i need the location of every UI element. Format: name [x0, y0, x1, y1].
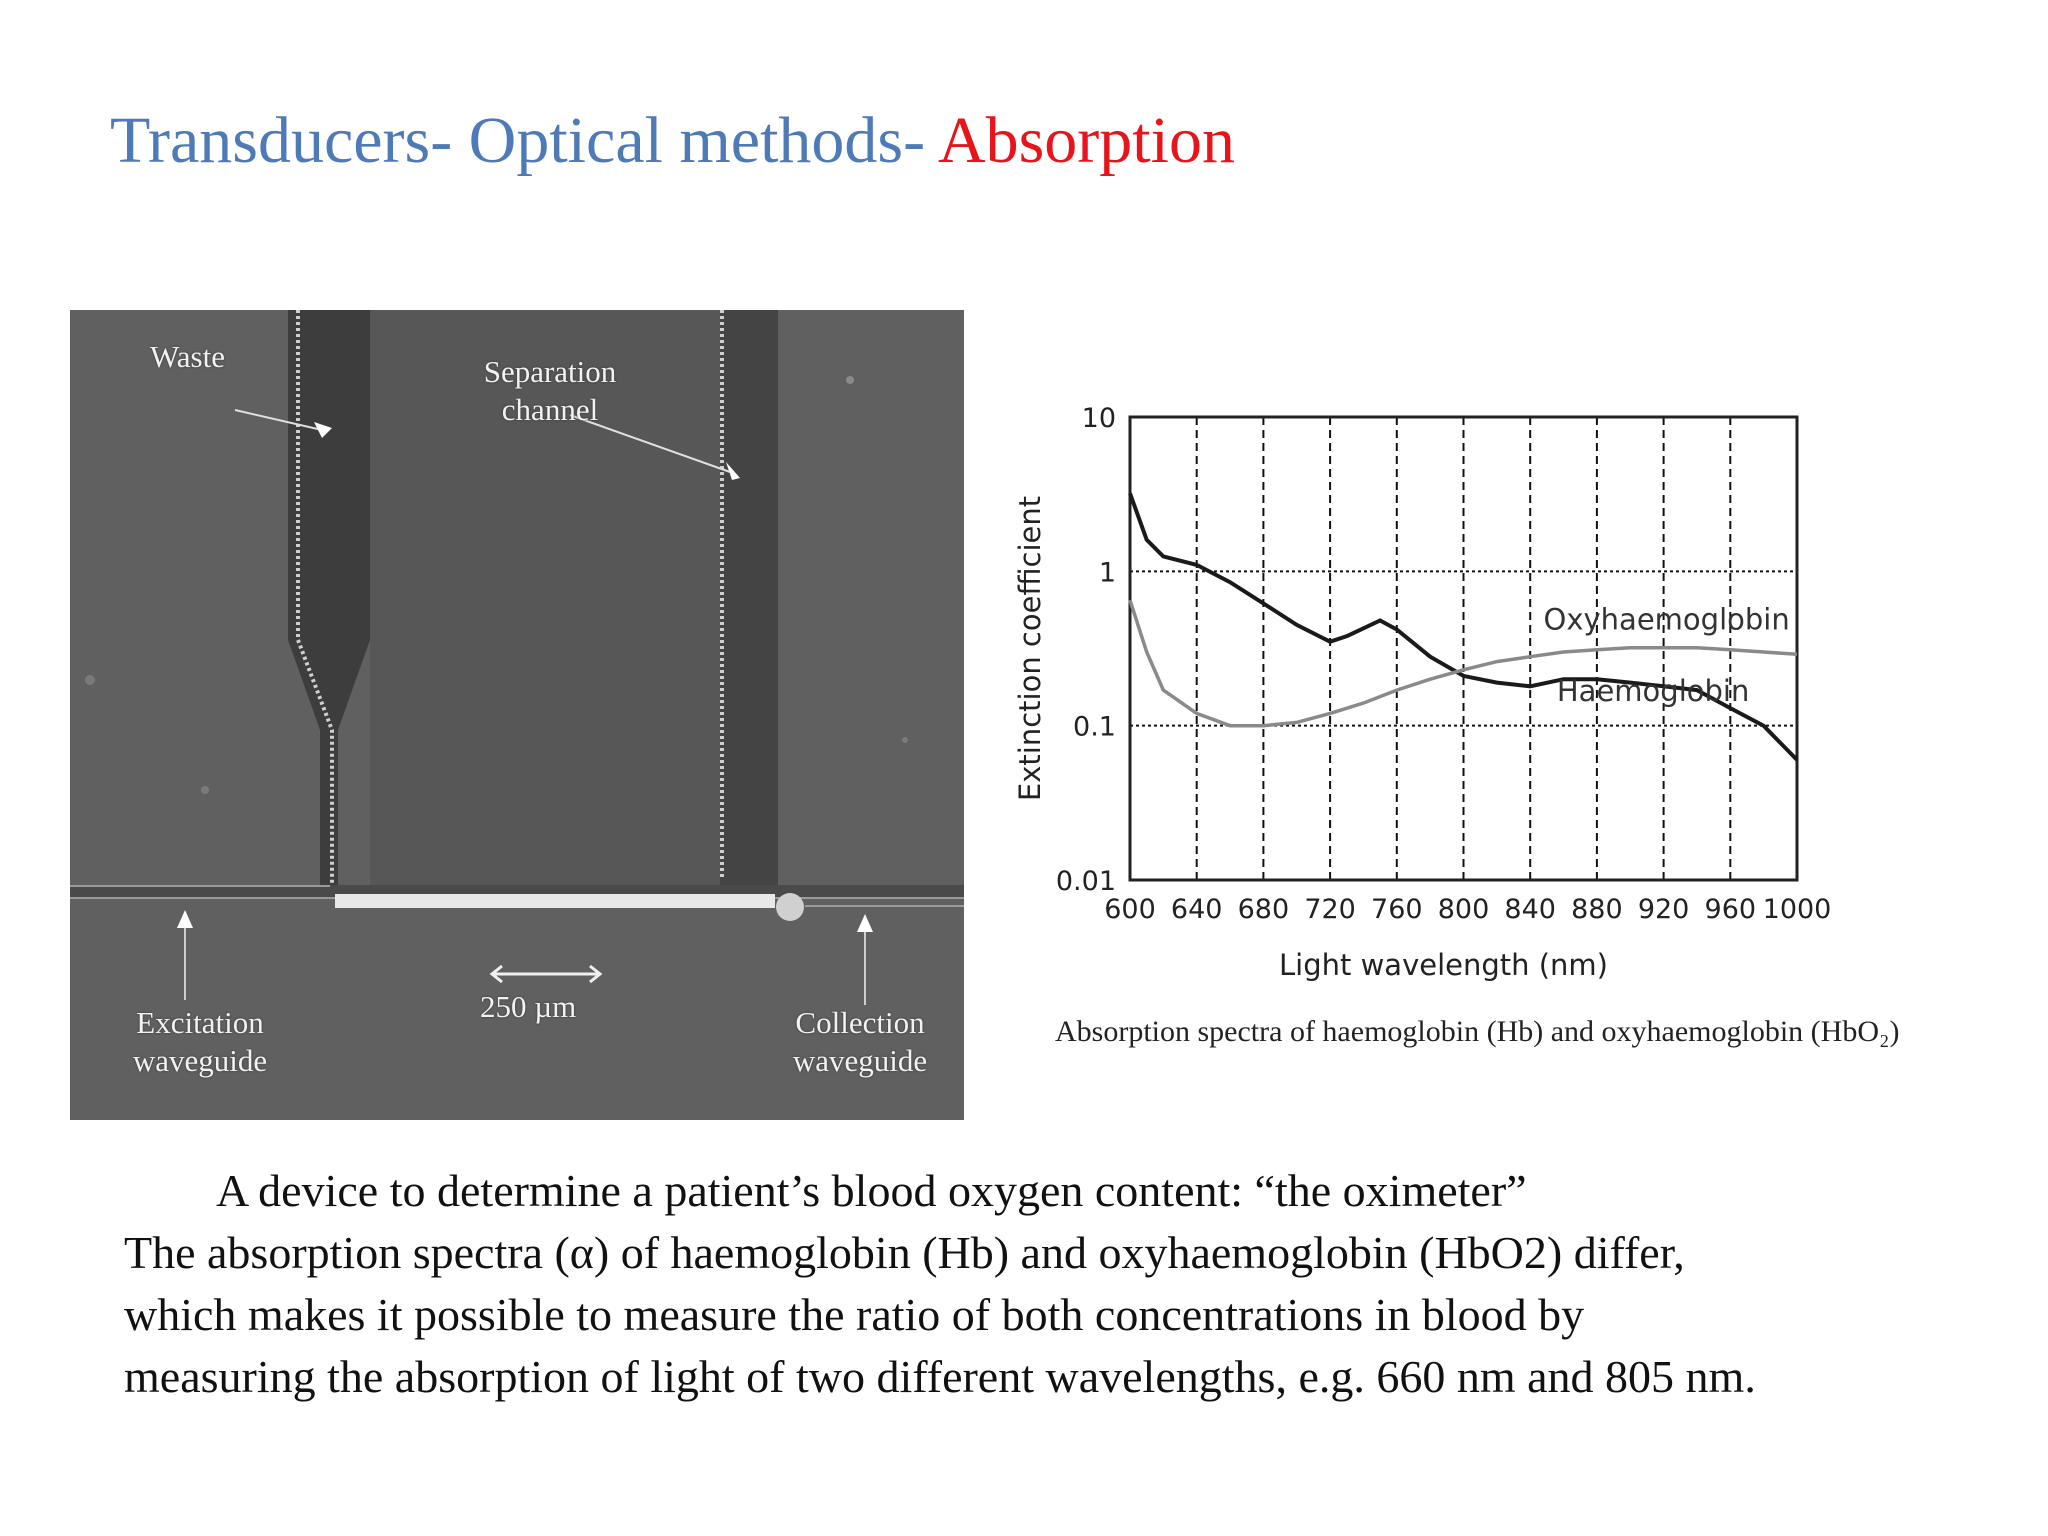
- x-tick-label: 880: [1571, 894, 1623, 925]
- plot-frame: [1128, 415, 1799, 882]
- y-tick-label: 0.01: [1056, 866, 1116, 897]
- body-line-1: A device to determine a patient’s blood …: [216, 1165, 1527, 1216]
- separation-channel-label: Separation channel: [483, 354, 617, 427]
- microchip-photo: Waste Separation channel 250 µm Excitati…: [70, 310, 964, 1120]
- scale-label: 250 µm: [480, 989, 577, 1024]
- body-line-3: which makes it possible to measure the r…: [124, 1289, 1585, 1340]
- series-label-haemoglobin: Haemoglobin: [1557, 674, 1749, 708]
- x-tick-label: 1000: [1763, 894, 1832, 925]
- waste-label: Waste: [150, 339, 225, 374]
- x-tick-label: 960: [1705, 894, 1757, 925]
- x-tick-label: 640: [1171, 894, 1223, 925]
- microchip-drawing: [70, 310, 964, 1120]
- slide-title: Transducers- Optical methods- Absorption: [110, 96, 1235, 186]
- x-axis-label: Light wavelength (nm): [1279, 948, 1608, 982]
- body-line-2: The absorption spectra (α) of haemoglobi…: [124, 1227, 1685, 1278]
- x-tick-label: 800: [1438, 894, 1490, 925]
- x-tick-label: 600: [1104, 894, 1156, 925]
- series-line-oxyhaemoglobin: [1128, 599, 1798, 728]
- body-text: A device to determine a patient’s blood …: [124, 1160, 2004, 1408]
- x-tick-label: 920: [1638, 894, 1690, 925]
- title-prefix: Transducers- Optical methods-: [110, 104, 938, 177]
- x-tick-label: 840: [1504, 894, 1556, 925]
- y-tick-label: 0.1: [1073, 712, 1116, 743]
- y-tick-label: 1: [1099, 557, 1116, 588]
- series-line-haemoglobin: [1128, 492, 1799, 762]
- y-axis-label: Extinction coefficient: [1013, 496, 1047, 801]
- y-tick-label: 10: [1082, 403, 1116, 434]
- excitation-waveguide-label: Excitation waveguide: [132, 1005, 268, 1078]
- series-label-oxyhaemoglobin: Oxyhaemoglobin: [1544, 602, 1790, 636]
- x-tick-label: 720: [1304, 894, 1356, 925]
- x-tick-label: 680: [1238, 894, 1290, 925]
- chart-caption: Absorption spectra of haemoglobin (Hb) a…: [1055, 1015, 1900, 1048]
- x-tick-label: 760: [1371, 894, 1423, 925]
- collection-waveguide-label: Collection waveguide: [792, 1005, 928, 1078]
- body-line-4: measuring the absorption of light of two…: [124, 1351, 1756, 1402]
- title-accent: Absorption: [937, 104, 1235, 177]
